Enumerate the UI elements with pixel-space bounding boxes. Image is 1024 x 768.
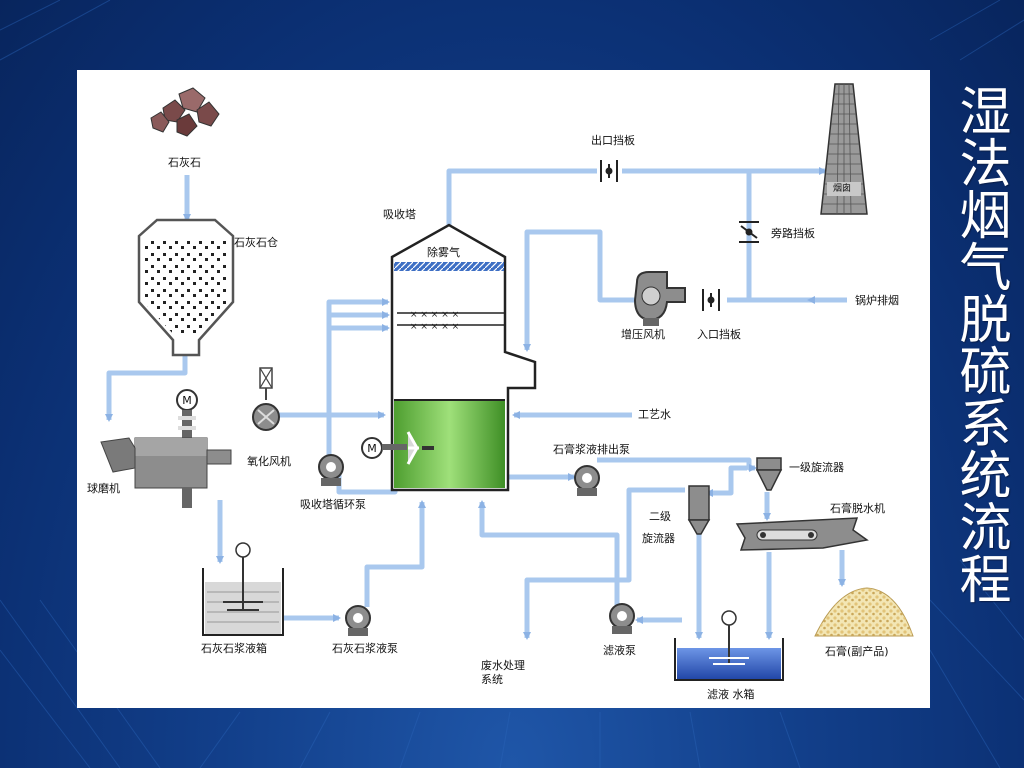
svg-text:× × × × ×: × × × × ×	[410, 310, 459, 320]
inlet-damper	[702, 289, 720, 311]
circulation-pump	[318, 454, 344, 486]
label-gypsum-pump: 石膏浆液排出泵	[553, 443, 630, 456]
label-primary-cyclone: 一级旋流器	[789, 461, 844, 474]
primary-cyclone	[755, 457, 783, 491]
absorber-tower: × × × × × × × × × × M	[361, 223, 537, 492]
label-limestone: 石灰石	[168, 156, 201, 169]
bypass-damper	[739, 221, 759, 243]
gypsum-product-pile	[814, 587, 914, 637]
svg-text:× × × × ×: × × × × ×	[410, 322, 459, 332]
limestone-slurry-tank	[202, 542, 284, 636]
label-gypsum-product: 石膏(副产品)	[825, 645, 889, 658]
label-slurry-pump: 石灰石浆液泵	[332, 642, 398, 655]
label-absorber: 吸收塔	[383, 208, 416, 221]
label-process-water: 工艺水	[638, 408, 671, 421]
label-slurry-tank: 石灰石浆液箱	[201, 642, 267, 655]
filtrate-water-tank	[674, 610, 784, 681]
label-gypsum-dewater: 石膏脱水机	[830, 502, 885, 515]
gypsum-discharge-pump	[574, 465, 600, 496]
label-limestone-silo: 石灰石仓	[234, 236, 278, 249]
gypsum-dewatering-machine	[735, 517, 869, 551]
label-filtrate-pump: 滤液泵	[603, 644, 636, 657]
filtrate-pump	[609, 603, 635, 634]
slide-title: 湿法烟气脱硫系统流程	[950, 84, 1010, 604]
label-secondary-cyclone-line1: 二级	[649, 510, 671, 523]
label-filtrate-tank: 滤液 水箱	[707, 688, 755, 701]
outlet-damper	[600, 160, 618, 182]
limestone-slurry-pump	[345, 605, 371, 636]
label-wastewater-line2: 系统	[481, 673, 503, 686]
label-oxidation-fan: 氧化风机	[247, 455, 291, 468]
label-secondary-cyclone-line2: 旋流器	[642, 532, 675, 545]
label-demister: 除雾气	[427, 246, 460, 259]
label-chimney: 烟囱	[833, 184, 852, 194]
label-bypass-damper: 旁路挡板	[771, 227, 815, 240]
limestone-pile-icon	[150, 87, 220, 137]
label-booster-fan: 增压风机	[621, 328, 665, 341]
secondary-cyclone	[687, 485, 711, 535]
label-outlet-damper: 出口挡板	[591, 134, 635, 147]
label-wastewater-line1: 废水处理	[481, 659, 525, 672]
chimney	[820, 83, 868, 215]
label-circulation-pump: 吸收塔循环泵	[300, 498, 366, 511]
process-flow-diagram: M × × × ×	[77, 70, 930, 708]
pipe-network	[105, 167, 847, 640]
label-boiler-flue: 锅炉排烟	[855, 294, 899, 307]
label-inlet-damper: 入口挡板	[697, 328, 741, 341]
svg-text:M: M	[367, 442, 377, 455]
svg-text:M: M	[182, 394, 192, 407]
oxidation-fan	[252, 367, 280, 431]
ball-mill: M	[100, 389, 232, 508]
limestone-silo	[137, 218, 235, 357]
label-ball-mill: 球磨机	[87, 482, 120, 495]
booster-fan	[633, 271, 686, 326]
